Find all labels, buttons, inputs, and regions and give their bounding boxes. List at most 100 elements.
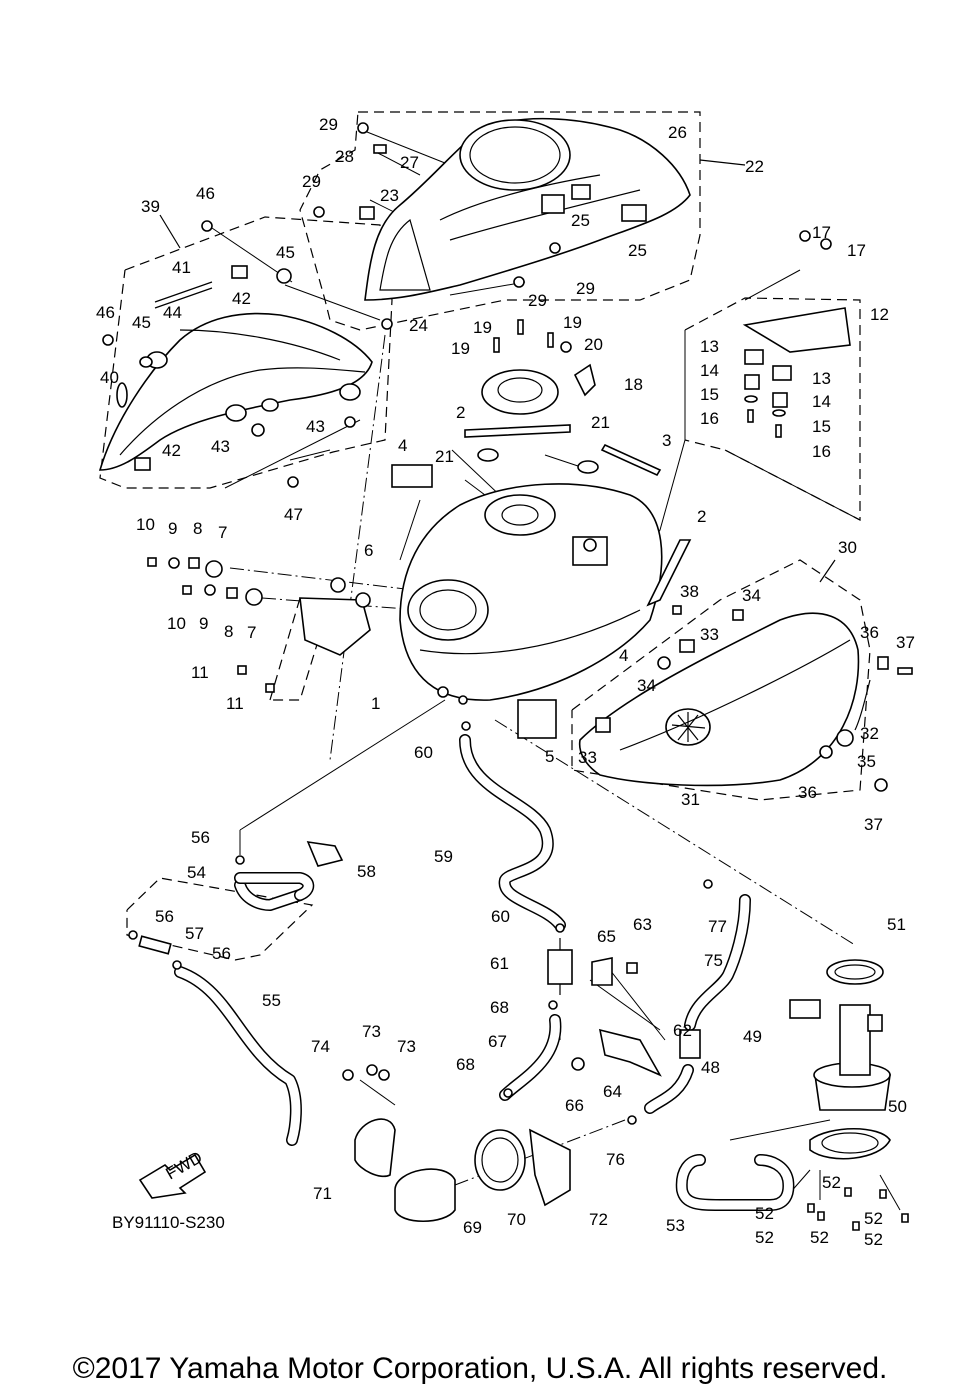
callout-label: 64	[603, 1082, 622, 1101]
callout-label: 1	[371, 694, 380, 713]
callout-label: 19	[451, 339, 470, 358]
callout-label: 15	[700, 385, 719, 404]
callout-label: 5	[545, 747, 554, 766]
callout-label: 14	[700, 361, 719, 380]
callout-label: 73	[397, 1037, 416, 1056]
callout-label: 55	[262, 991, 281, 1010]
callout-label: 61	[490, 954, 509, 973]
callout-label: 16	[700, 409, 719, 428]
group-outlines	[99, 111, 871, 961]
callout-label: 76	[606, 1150, 625, 1169]
fuel-system	[128, 721, 909, 1231]
callout-label: 60	[491, 907, 510, 926]
callout-label: 11	[191, 663, 209, 682]
callout-label: 45	[132, 313, 151, 332]
callout-label: 9	[199, 614, 208, 633]
strips	[646, 539, 692, 607]
callout-label: 52	[864, 1230, 883, 1249]
callout-label: 56	[212, 944, 231, 963]
callout-label: 33	[578, 748, 597, 767]
callout-label: 42	[232, 289, 251, 308]
callout-label: 46	[96, 303, 115, 322]
callout-label: 71	[313, 1184, 332, 1203]
fwd-arrow: FWD	[138, 1148, 207, 1199]
callout-label: 52	[755, 1204, 774, 1223]
callout-label: 68	[456, 1055, 475, 1074]
callout-label: 52	[822, 1173, 841, 1192]
callout-label: 32	[860, 724, 879, 743]
callout-label: 25	[628, 241, 647, 260]
callout-label: 45	[276, 243, 295, 262]
callout-label: 34	[742, 586, 761, 605]
callout-label: 63	[633, 915, 652, 934]
callout-label: 44	[163, 303, 182, 322]
diagram-code: BY91110-S230	[112, 1213, 225, 1232]
callout-label: 6	[364, 541, 373, 560]
callout-label: 16	[812, 442, 831, 461]
callout-label: 46	[196, 184, 215, 203]
callout-label: 53	[666, 1216, 685, 1235]
callout-label: 9	[168, 519, 177, 538]
fuel-tank	[399, 483, 663, 739]
callout-labels: 29 28 27 26 22 29 23 25 25 39 46 45 41 4…	[96, 115, 915, 1249]
callout-label: 72	[589, 1210, 608, 1229]
copyright-notice: ©2017 Yamaha Motor Corporation, U.S.A. A…	[72, 1352, 888, 1385]
callout-label: 52	[755, 1228, 774, 1247]
callout-label: 43	[306, 417, 325, 436]
callout-label: 21	[591, 413, 610, 432]
callout-label: 49	[743, 1027, 762, 1046]
callout-label: 7	[218, 523, 227, 542]
callout-label: 47	[284, 505, 303, 524]
callout-label: 2	[697, 507, 706, 526]
callout-label: 74	[311, 1037, 330, 1056]
callout-label: 19	[473, 318, 492, 337]
callout-label: 69	[463, 1218, 482, 1237]
callout-label: 42	[162, 441, 181, 460]
callout-label: 25	[571, 211, 590, 230]
callout-label: 27	[400, 153, 419, 172]
callout-label: 50	[888, 1097, 907, 1116]
callout-label: 23	[380, 186, 399, 205]
callout-label: 56	[155, 907, 174, 926]
callout-label: 41	[172, 258, 191, 277]
callout-label: 52	[864, 1209, 883, 1228]
callout-label: 43	[211, 437, 230, 456]
callout-label: 14	[812, 392, 831, 411]
callout-label: 60	[414, 743, 433, 762]
callout-label: 37	[896, 633, 915, 652]
callout-label: 40	[100, 368, 119, 387]
callout-label: 57	[185, 924, 204, 943]
callout-label: 56	[191, 828, 210, 847]
callout-label: 2	[456, 403, 465, 422]
callout-label: 29	[302, 172, 321, 191]
callout-label: 77	[708, 917, 727, 936]
callout-label: 19	[563, 313, 582, 332]
callout-label: 8	[193, 519, 202, 538]
callout-label: 34	[637, 676, 656, 695]
callout-label: 22	[745, 157, 764, 176]
callout-label: 20	[584, 335, 603, 354]
callout-label: 18	[624, 375, 643, 394]
callout-label: 26	[668, 123, 687, 142]
hardware	[147, 122, 851, 693]
callout-label: 10	[167, 614, 186, 633]
callout-label: 30	[838, 538, 857, 557]
callout-label: 70	[507, 1210, 526, 1229]
callout-label: 67	[488, 1032, 507, 1051]
seat	[578, 605, 913, 792]
callout-label: 17	[812, 223, 831, 242]
callout-label: 36	[860, 623, 879, 642]
callout-label: 4	[398, 436, 407, 455]
callout-label: 59	[434, 847, 453, 866]
callout-label: 29	[528, 291, 547, 310]
callout-label: 75	[704, 951, 723, 970]
callout-label: 54	[187, 863, 206, 882]
callout-label: 28	[335, 147, 354, 166]
callout-label: 33	[700, 625, 719, 644]
callout-label: 39	[141, 197, 160, 216]
callout-label: 29	[319, 115, 338, 134]
callout-label: 73	[362, 1022, 381, 1041]
callout-label: 62	[673, 1021, 692, 1040]
callout-label: 10	[136, 515, 155, 534]
